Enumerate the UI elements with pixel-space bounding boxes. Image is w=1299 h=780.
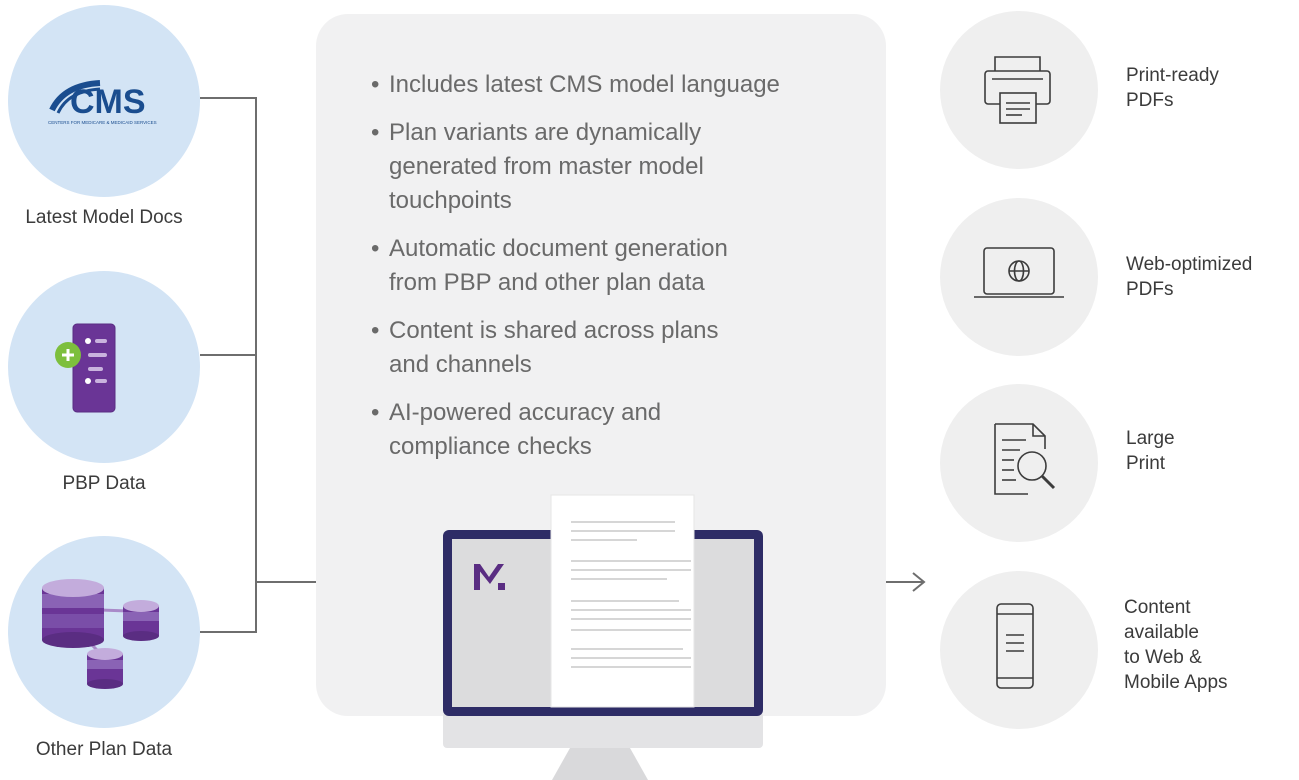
document-plus-icon bbox=[55, 323, 116, 413]
cms-logo-text: CMS bbox=[70, 83, 146, 121]
source-label-model-docs: Latest Model Docs bbox=[25, 207, 183, 228]
laptop-globe-icon bbox=[974, 247, 1064, 298]
document-sheet bbox=[550, 494, 695, 708]
printer-icon bbox=[984, 56, 1051, 124]
output-circle-print-ready bbox=[940, 11, 1098, 169]
source-label-other-plan-data: Other Plan Data bbox=[35, 739, 173, 760]
source-circle-pbp-data bbox=[8, 271, 200, 463]
output-circle-large-print bbox=[940, 384, 1098, 542]
document-magnifier-icon bbox=[994, 423, 1056, 495]
database-icon bbox=[42, 579, 159, 689]
cms-logo-subtext: CENTERS FOR MEDICARE & MEDICAID SERVICES bbox=[48, 120, 157, 125]
mobile-phone-icon bbox=[996, 603, 1034, 689]
output-arrow-head bbox=[912, 572, 926, 592]
cms-logo: CMS CENTERS FOR MEDICARE & MEDICAID SERV… bbox=[48, 80, 157, 125]
source-circle-other-plan-data bbox=[8, 536, 200, 728]
output-circle-web-optimized bbox=[940, 198, 1098, 356]
monitor-chin bbox=[443, 712, 763, 748]
source-label-pbp-data: PBP Data bbox=[62, 473, 146, 494]
feature-list: Includes latest CMS model language Plan … bbox=[371, 68, 851, 478]
feature-item: Includes latest CMS model language bbox=[371, 68, 851, 102]
bracket-line bbox=[200, 97, 257, 633]
source-circle-model-docs: CMS CENTERS FOR MEDICARE & MEDICAID SERV… bbox=[8, 5, 200, 197]
m-logo bbox=[474, 564, 505, 590]
output-circle-mobile-apps bbox=[940, 571, 1098, 729]
monitor-stand bbox=[552, 748, 648, 780]
